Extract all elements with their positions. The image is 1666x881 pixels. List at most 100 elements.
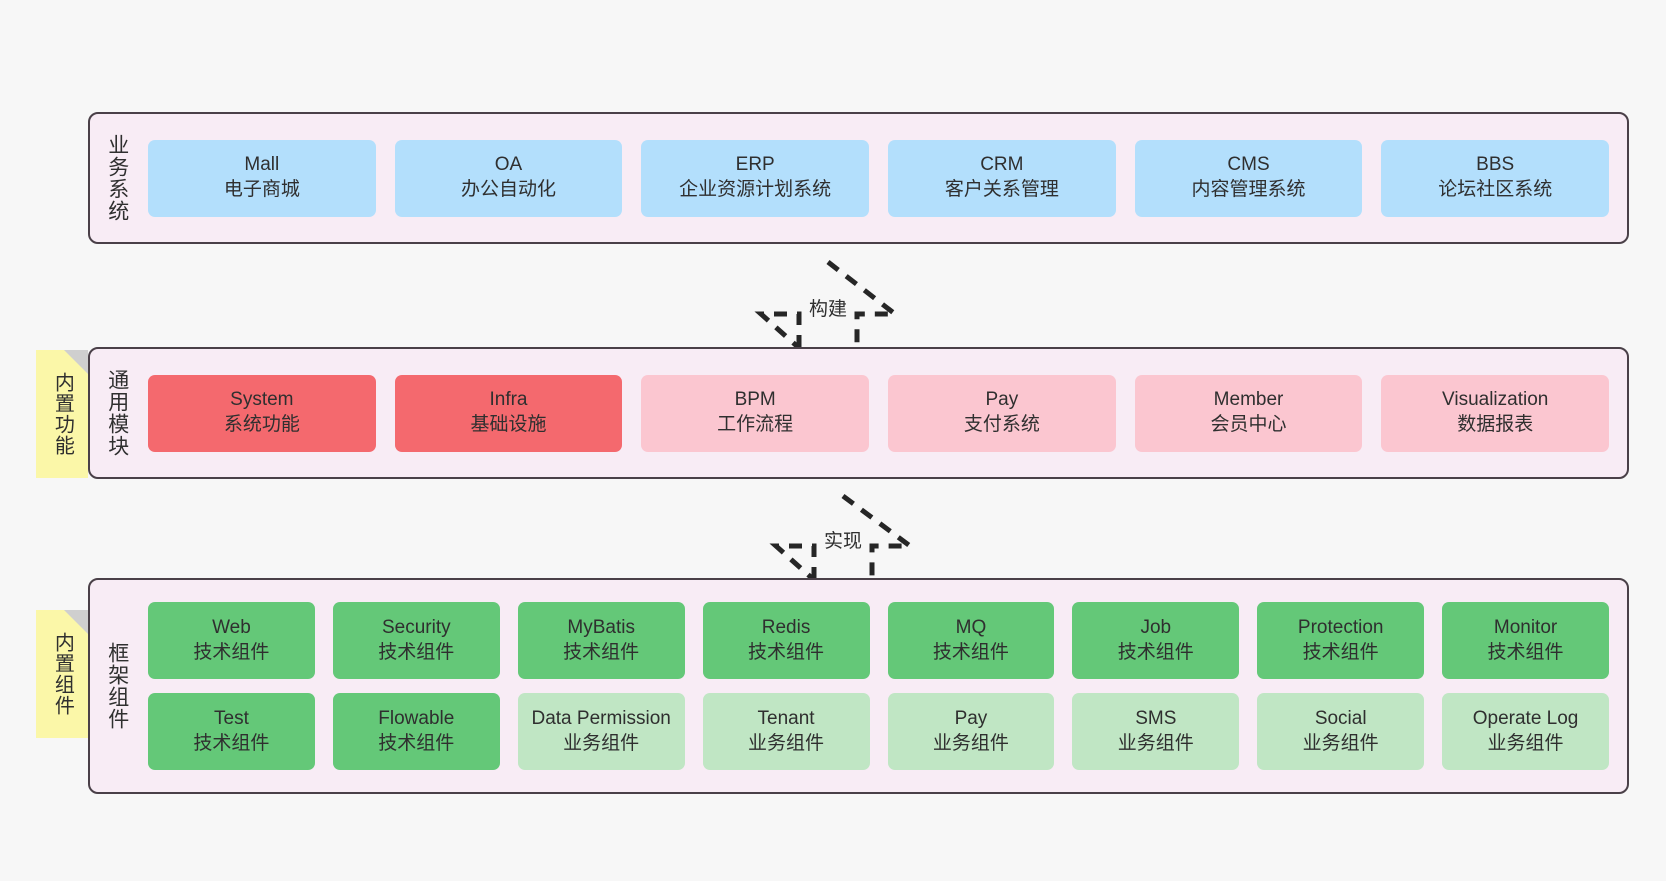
node-desc: 技术组件: [1302, 641, 1379, 663]
node-desc: 技术组件: [748, 641, 825, 663]
node-name: MyBatis: [567, 616, 635, 638]
arrow-build: 构建: [753, 258, 903, 354]
node-desc: 会员中心: [1210, 414, 1287, 435]
node-sms[interactable]: SMS 业务组件: [1072, 693, 1240, 770]
sticky-note-builtin-component-label: 内置组件: [51, 632, 74, 716]
node-protection[interactable]: Protection 技术组件: [1257, 602, 1425, 679]
sticky-note-builtin-function-label: 内置功能: [51, 372, 74, 456]
node-name: BPM: [734, 389, 776, 411]
node-name: MQ: [955, 616, 987, 638]
node-desc: 业务组件: [1487, 732, 1564, 754]
node-name: Job: [1140, 616, 1172, 638]
node-name: Operate Log: [1472, 707, 1579, 729]
node-bpm[interactable]: BPM 工作流程: [641, 374, 870, 452]
node-infra[interactable]: Infra 基础设施: [394, 374, 623, 452]
node-desc: 技术组件: [932, 641, 1009, 663]
node-data-permission[interactable]: Data Permission 业务组件: [517, 693, 685, 770]
layer-panel-common-modules: 通用模块 System 系统功能 Infra 基础设施 BPM 工作流程 Pay 支付系统 Me…: [88, 347, 1629, 479]
node-desc: 企业资源计划系统: [679, 179, 832, 200]
node-desc: 业务组件: [932, 732, 1009, 754]
node-name: Data Permission: [531, 707, 671, 729]
node-desc: 技术组件: [193, 732, 270, 754]
node-desc: 论坛社区系统: [1438, 179, 1553, 200]
dashed-hollow-arrow-up-icon: [769, 493, 918, 586]
node-oa[interactable]: OA 办公自动化: [394, 139, 623, 217]
node-name: BBS: [1476, 154, 1515, 176]
node-desc: 业务组件: [1117, 732, 1194, 754]
node-pay[interactable]: Pay 业务组件: [887, 693, 1055, 770]
node-desc: 数据报表: [1457, 414, 1534, 435]
node-name: System: [230, 389, 294, 411]
node-name: Web: [212, 616, 251, 638]
node-name: Pay: [985, 389, 1019, 411]
arrow-build-label: 构建: [808, 299, 847, 320]
node-desc: 技术组件: [193, 641, 270, 663]
node-name: ERP: [735, 154, 775, 176]
node-web[interactable]: Web 技术组件: [148, 602, 315, 679]
node-name: Monitor: [1493, 616, 1558, 638]
layer-title-framework-components: 框架组件: [105, 642, 129, 730]
arrow-implement-label: 实现: [823, 531, 862, 552]
node-desc: 系统功能: [223, 414, 300, 435]
node-name: Flowable: [378, 707, 455, 729]
layer-body-common-modules: System 系统功能 Infra 基础设施 BPM 工作流程 Pay 支付系统 Member 会…: [144, 349, 1627, 477]
node-desc: 工作流程: [717, 414, 794, 435]
node-name: Pay: [954, 707, 988, 729]
sticky-note-builtin-function: 内置功能: [36, 350, 88, 478]
node-name: Member: [1213, 389, 1284, 411]
node-redis[interactable]: Redis 技术组件: [702, 602, 870, 679]
node-name: Security: [381, 616, 451, 638]
dashed-hollow-arrow-up-icon: [754, 260, 903, 354]
node-name: CRM: [980, 154, 1024, 176]
node-crm[interactable]: CRM 客户关系管理: [888, 139, 1116, 217]
node-test[interactable]: Test 技术组件: [148, 693, 315, 770]
node-desc: 内容管理系统: [1191, 179, 1306, 200]
node-name: Mall: [244, 154, 280, 176]
node-name: Redis: [761, 616, 811, 638]
node-name: OA: [494, 154, 523, 176]
node-mq[interactable]: MQ 技术组件: [887, 602, 1055, 679]
node-name: Protection: [1297, 616, 1384, 638]
node-member[interactable]: Member 会员中心: [1134, 374, 1363, 452]
node-desc: 电子商城: [223, 179, 300, 200]
node-desc: 业务组件: [563, 732, 640, 754]
node-name: Visualization: [1442, 389, 1549, 411]
node-pay[interactable]: Pay 支付系统: [888, 374, 1116, 452]
layer-panel-business-systems: 业务系统 Mall 电子商城 OA 办公自动化 ERP 企业资源计划系统 CRM 客户关系管理…: [88, 112, 1629, 244]
sticky-note-builtin-component: 内置组件: [36, 610, 88, 738]
node-mall[interactable]: Mall 电子商城: [148, 139, 376, 217]
node-desc: 技术组件: [378, 732, 455, 754]
node-desc: 支付系统: [963, 414, 1040, 435]
node-desc: 业务组件: [748, 732, 825, 754]
node-erp[interactable]: ERP 企业资源计划系统: [641, 139, 870, 217]
node-desc: 客户关系管理: [944, 179, 1059, 200]
node-operate-log[interactable]: Operate Log 业务组件: [1442, 693, 1609, 770]
node-flowable[interactable]: Flowable 技术组件: [332, 693, 500, 770]
node-bbs[interactable]: BBS 论坛社区系统: [1381, 139, 1610, 217]
node-system[interactable]: System 系统功能: [148, 374, 376, 452]
node-desc: 业务组件: [1302, 732, 1379, 754]
layer-title-business-systems: 业务系统: [105, 134, 129, 222]
node-tenant[interactable]: Tenant 业务组件: [702, 693, 870, 770]
node-name: Tenant: [757, 707, 815, 729]
node-name: Infra: [489, 389, 528, 411]
node-visualization[interactable]: Visualization 数据报表: [1381, 374, 1610, 452]
node-name: Test: [214, 707, 249, 729]
node-mybatis[interactable]: MyBatis 技术组件: [517, 602, 685, 679]
node-desc: 办公自动化: [461, 179, 557, 200]
node-desc: 技术组件: [563, 641, 640, 663]
layer-title-common-modules: 通用模块: [105, 369, 129, 457]
node-desc: 基础设施: [470, 414, 547, 435]
node-name: SMS: [1135, 707, 1177, 729]
arrow-implement: 实现: [768, 492, 918, 586]
